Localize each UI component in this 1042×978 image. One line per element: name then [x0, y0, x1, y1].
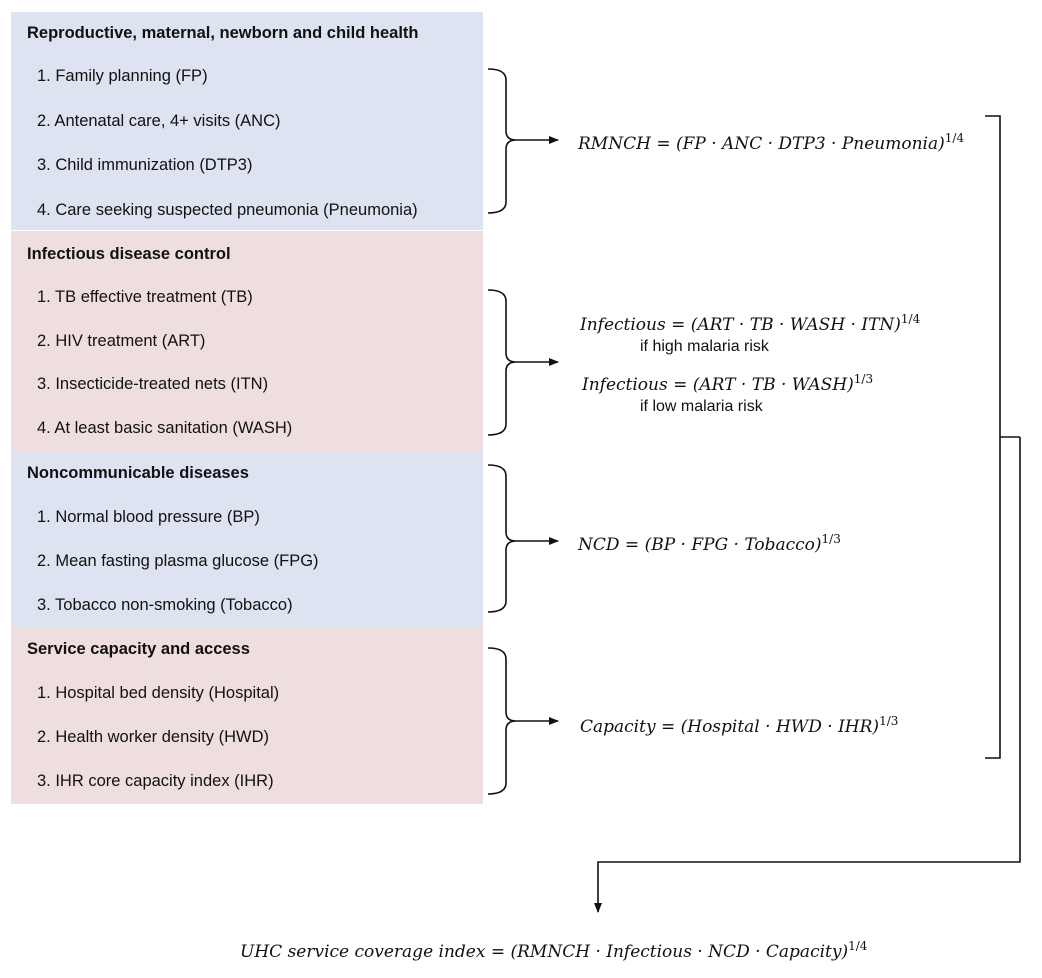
list-item: 4. Care seeking suspected pneumonia (Pne…: [37, 201, 418, 219]
formula-exponent: 1/4: [900, 312, 921, 326]
list-item: 3. Insecticide-treated nets (ITN): [37, 375, 269, 393]
panel-rmnch: Reproductive, maternal, newborn and chil…: [11, 12, 483, 230]
formula-text: UHC service coverage index = (RMNCH · In…: [240, 942, 849, 962]
section-title-rmnch: Reproductive, maternal, newborn and chil…: [27, 24, 419, 42]
list-item: 1. Normal blood pressure (BP): [37, 508, 260, 526]
section-title-capacity: Service capacity and access: [27, 640, 250, 658]
note-low-malaria: if low malaria risk: [640, 398, 763, 415]
formula-exponent: 1/3: [821, 532, 841, 546]
formula-text: Capacity = (Hospital · HWD · IHR): [580, 717, 880, 737]
formula-text: Infectious = (ART · TB · WASH · ITN): [580, 315, 901, 335]
formula-rmnch: RMNCH = (FP · ANC · DTP3 · Pneumonia)1/4: [578, 131, 964, 154]
brace-infectious: [487, 289, 517, 436]
list-item: 1. Hospital bed density (Hospital): [37, 684, 280, 702]
panel-ncd: Noncommunicable diseases 1. Normal blood…: [11, 452, 483, 628]
formula-uhc-index: UHC service coverage index = (RMNCH · In…: [240, 939, 867, 962]
brace-rmnch: [487, 68, 517, 214]
brace-ncd: [487, 464, 517, 613]
formula-exponent: 1/4: [944, 131, 965, 145]
panel-infectious: Infectious disease control 1. TB effecti…: [11, 231, 483, 452]
formula-exponent: 1/3: [853, 372, 874, 386]
bracket-combined: [985, 115, 1020, 759]
list-item: 3. Child immunization (DTP3): [37, 156, 253, 174]
section-title-ncd: Noncommunicable diseases: [27, 464, 249, 482]
final-connector: [594, 437, 1021, 913]
list-item: 2. Antenatal care, 4+ visits (ANC): [37, 112, 281, 130]
list-item: 4. At least basic sanitation (WASH): [37, 419, 293, 437]
panel-capacity: Service capacity and access 1. Hospital …: [11, 628, 483, 804]
list-item: 2. HIV treatment (ART): [37, 332, 206, 350]
list-item: 1. TB effective treatment (TB): [37, 288, 253, 306]
formula-text: Infectious = (ART · TB · WASH): [582, 375, 854, 395]
formula-ncd: NCD = (BP · FPG · Tobacco)1/3: [578, 532, 841, 555]
list-item: 3. Tobacco non-smoking (Tobacco): [37, 596, 293, 614]
list-item: 2. Mean fasting plasma glucose (FPG): [37, 552, 319, 570]
formula-text: RMNCH = (FP · ANC · DTP3 · Pneumonia): [578, 134, 945, 154]
list-item: 2. Health worker density (HWD): [37, 728, 269, 746]
list-item: 3. IHR core capacity index (IHR): [37, 772, 274, 790]
note-high-malaria: if high malaria risk: [640, 338, 769, 355]
brace-capacity: [487, 647, 517, 795]
formula-text: NCD = (BP · FPG · Tobacco): [578, 535, 822, 555]
formula-exponent: 1/4: [848, 939, 868, 953]
formula-infectious-high: Infectious = (ART · TB · WASH · ITN)1/4: [580, 312, 920, 335]
formula-infectious-low: Infectious = (ART · TB · WASH)1/3: [582, 372, 873, 395]
formula-capacity: Capacity = (Hospital · HWD · IHR)1/3: [580, 714, 898, 737]
formula-exponent: 1/3: [879, 714, 899, 728]
section-title-infectious: Infectious disease control: [27, 245, 231, 263]
list-item: 1. Family planning (FP): [37, 67, 208, 85]
